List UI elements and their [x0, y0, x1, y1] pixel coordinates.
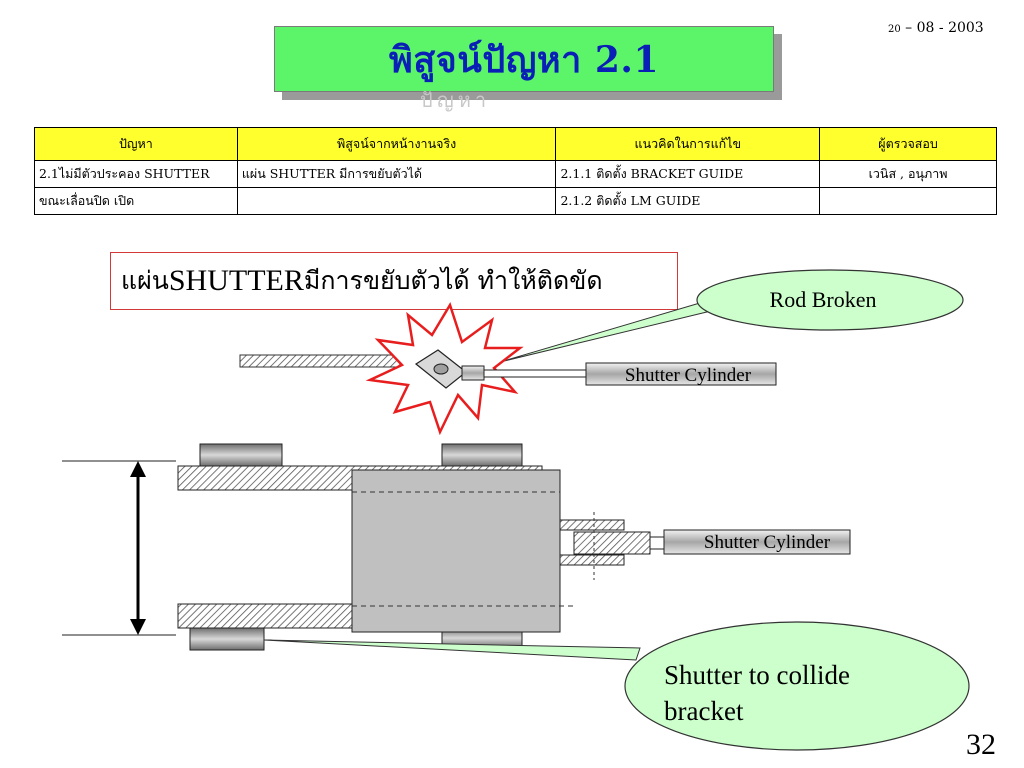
callout-keyword: SHUTTER: [168, 264, 304, 297]
page-title: พิสูจน์ปัญหา 2.1: [388, 38, 660, 81]
cell-proof: [236, 187, 557, 215]
shutter-cylinder-top-label: Shutter Cylinder: [625, 365, 752, 386]
title-reflection: ปัญหา: [420, 88, 491, 112]
cell-proof: แผ่น SHUTTER มีการขยับตัวได้: [236, 160, 557, 188]
callout-prefix: แผ่น: [121, 266, 169, 295]
table-row: ขณะเลื่อนปิด เปิด 2.1.2 ติดตั้ง LM GUIDE: [34, 187, 997, 215]
shutter-cylinder-bottom: [663, 529, 851, 555]
lower-assembly: [62, 443, 665, 651]
cell-inspector: [819, 187, 997, 215]
header-problem: ปัญหา: [34, 127, 238, 161]
collide-label-line2: bracket: [664, 696, 744, 726]
collide-bubble: [263, 621, 970, 751]
date-day: 20: [888, 24, 901, 35]
header-inspector: ผู้ตรวจสอบ: [819, 127, 997, 161]
page-number: 32: [966, 728, 996, 761]
cell-solution: 2.1.2 ติดตั้ง LM GUIDE: [555, 187, 821, 215]
title-banner: พิสูจน์ปัญหา 2.1: [274, 26, 774, 92]
shutter-cylinder-top: [585, 362, 777, 386]
collide-label-line1: Shutter to collide: [664, 660, 850, 690]
date-label: 20 – 08 - 2003: [888, 20, 984, 36]
header-solution: แนวคิดในการแก้ไข: [555, 127, 821, 161]
shutter-cylinder-bottom-label: Shutter Cylinder: [704, 532, 831, 553]
date-rest: – 08 - 2003: [900, 20, 984, 36]
header-proof: พิสูจน์จากหน้างานจริง: [236, 127, 557, 161]
table-header-row: ปัญหา พิสูจน์จากหน้างานจริง แนวคิดในการแ…: [34, 127, 997, 161]
rod-broken-bubble: [499, 269, 964, 363]
broken-rod-link: [414, 349, 587, 389]
problem-table: ปัญหา พิสูจน์จากหน้างานจริง แนวคิดในการแ…: [34, 127, 997, 215]
cell-problem: ขณะเลื่อนปิด เปิด: [34, 187, 238, 215]
callout-box: แผ่น SHUTTER มีการขยับตัวได้ ทำให้ติดขัด: [110, 252, 678, 310]
rod-broken-label: Rod Broken: [770, 287, 877, 312]
callout-suffix: มีการขยับตัวได้ ทำให้ติดขัด: [303, 266, 603, 295]
